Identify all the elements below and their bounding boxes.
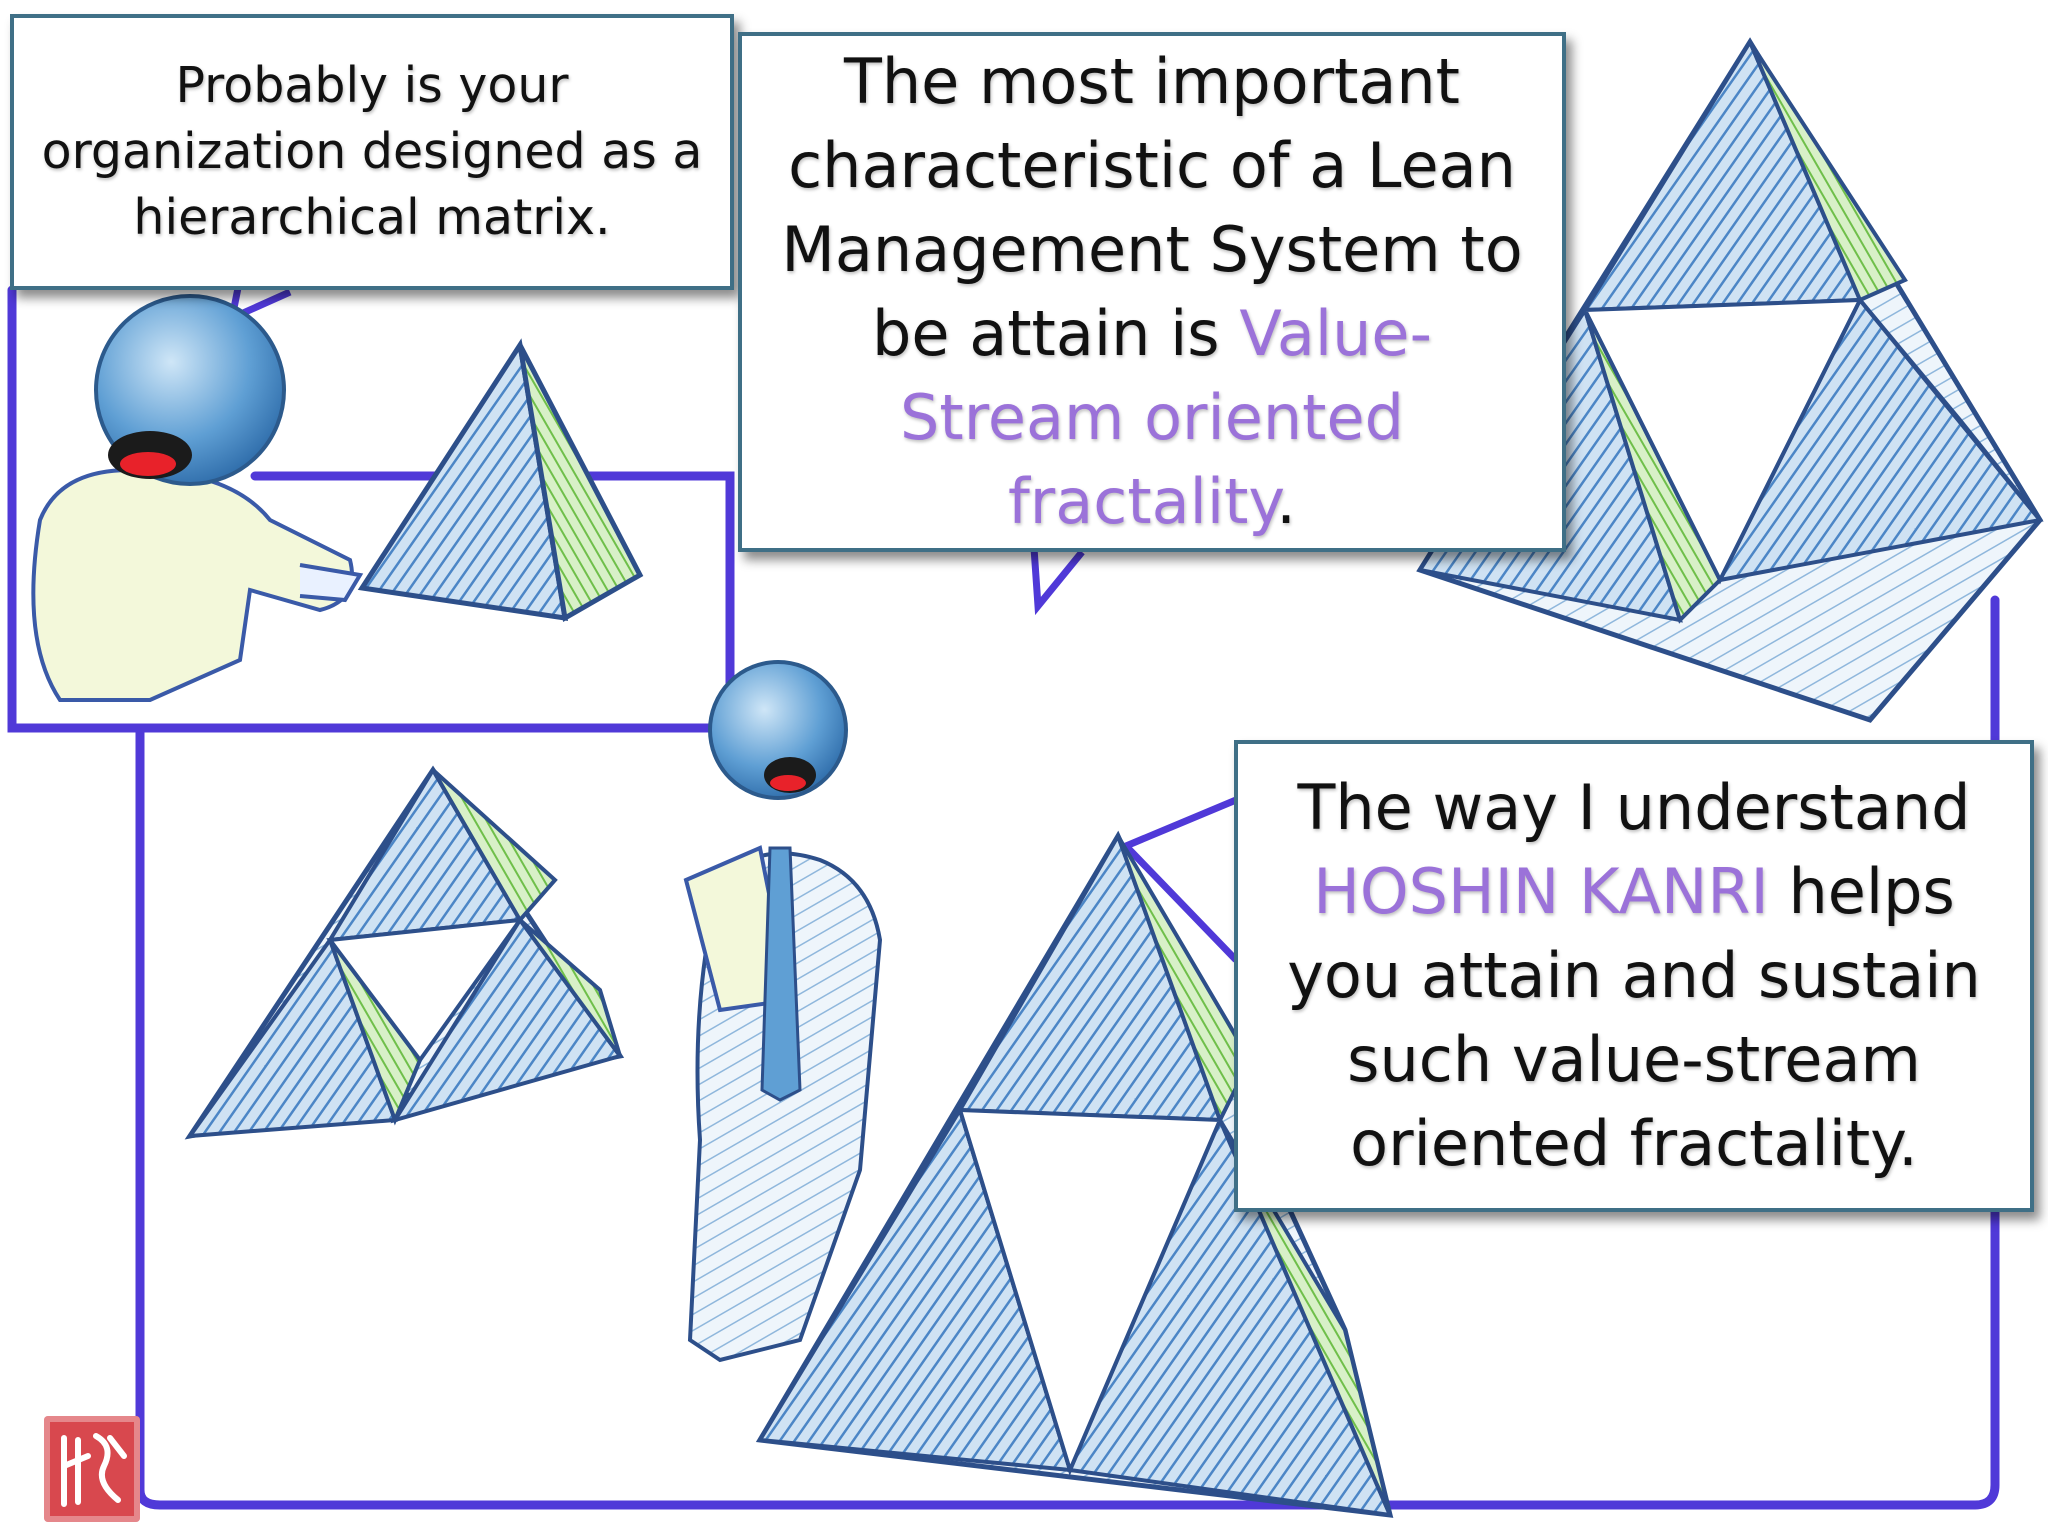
caption-right-text-before: The way I understand (1297, 771, 1971, 844)
caption-top-left: Probably is your organization designed a… (10, 14, 734, 290)
pyramid-sierpinski-center (755, 830, 1394, 1518)
caption-right: The way I understand HOSHIN KANRI helps … (1234, 740, 2034, 1212)
pyramid-single (357, 338, 644, 622)
figure-left (31, 294, 364, 702)
figure-center (683, 660, 883, 1363)
pyramid-sierpinski-small (184, 765, 625, 1140)
caption-top-left-text: Probably is your organization designed a… (41, 57, 703, 246)
caption-center: The most important characteristic of a L… (738, 32, 1566, 552)
lower-panel-frame (135, 595, 2000, 1510)
caption-right-highlight: HOSHIN KANRI (1313, 855, 1769, 928)
caption-center-text-before: The most important characteristic of a L… (781, 45, 1523, 370)
caption-center-text: The most important characteristic of a L… (766, 40, 1538, 544)
caption-center-text-after: . (1276, 465, 1297, 538)
speech-tail-center (1030, 547, 1085, 616)
artist-seal-icon (44, 1416, 140, 1522)
caption-right-text: The way I understand HOSHIN KANRI helps … (1262, 766, 2006, 1186)
caption-center-highlight: Value-Stream oriented fractality (900, 297, 1432, 538)
caption-right-text-after: helps you attain and sustain such value-… (1287, 855, 1981, 1180)
